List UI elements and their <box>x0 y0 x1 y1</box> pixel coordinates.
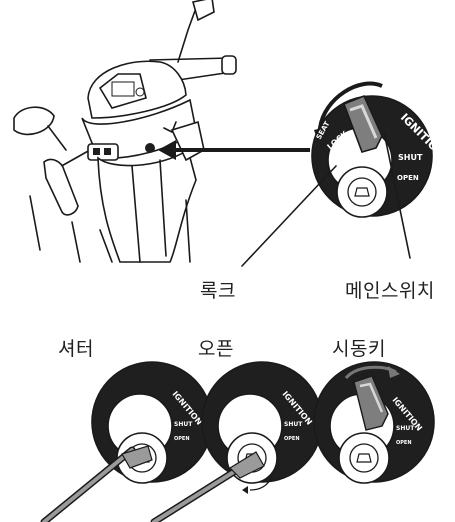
switch-open-state <box>150 361 323 522</box>
shut-text-shutter: SHUT <box>174 421 193 428</box>
label-open: 오픈 <box>198 338 234 360</box>
switch-start-key-state <box>313 361 435 484</box>
open-text-large: OPEN <box>397 174 419 182</box>
shut-text-large: SHUT <box>398 153 423 162</box>
open-text-start: OPEN <box>396 440 412 446</box>
open-text-shutter: OPEN <box>174 436 190 442</box>
open-text-open: OPEN <box>284 436 300 442</box>
shut-text-start: SHUT <box>396 425 415 432</box>
label-shutter: 셔터 <box>58 338 94 360</box>
label-main-switch: 메인스위치 <box>345 280 435 302</box>
switch-shutter-state <box>40 361 213 522</box>
shut-text-open: SHUT <box>284 421 303 428</box>
leader-lines <box>241 131 411 267</box>
location-arrow <box>158 140 310 160</box>
main-switch-large <box>311 81 433 218</box>
scooter-illustration <box>13 0 237 263</box>
label-start-key: 시동키 <box>332 338 386 360</box>
label-lock: 록크 <box>200 280 236 302</box>
